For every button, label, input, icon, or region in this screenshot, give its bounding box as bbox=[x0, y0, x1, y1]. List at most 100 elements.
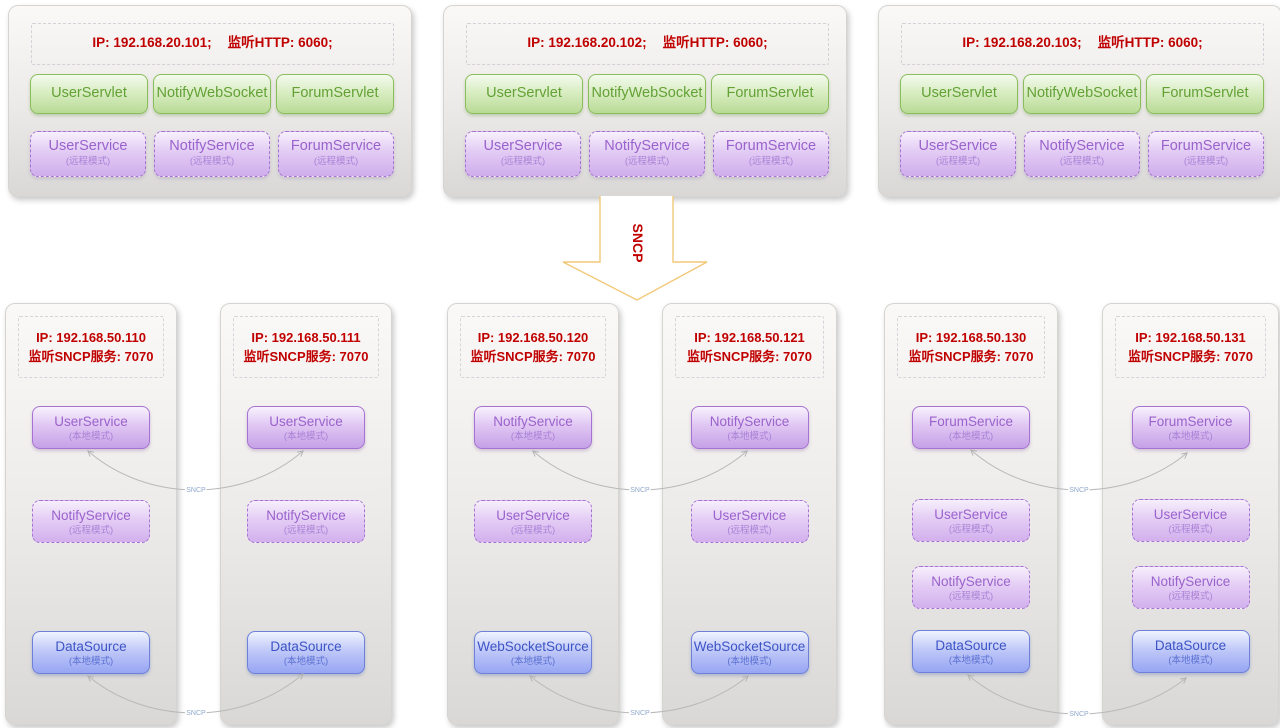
servlet-box: ForumServlet bbox=[711, 74, 829, 114]
service-mode: (远程模式) bbox=[65, 156, 111, 167]
sncp-arrow-shape bbox=[562, 196, 708, 301]
remote-service-box: NotifyService(远程模式) bbox=[912, 566, 1030, 609]
service-name: ForumService bbox=[290, 138, 382, 154]
datasource-box: WebSocketSource(本地模式) bbox=[690, 631, 809, 674]
service-name: UserService bbox=[54, 414, 128, 429]
ip-address-label: IP: 192.168.50.131 bbox=[1135, 330, 1246, 345]
datasource-box: DataSource(本地模式) bbox=[247, 631, 365, 674]
remote-service-box: NotifyService(远程模式) bbox=[32, 500, 150, 543]
listen-port-label: 监听SNCP服务: 7070 bbox=[28, 349, 154, 364]
listen-port-label: 监听HTTP: 6060; bbox=[1097, 35, 1203, 50]
local-service-box: UserService (本地模式) bbox=[247, 406, 365, 449]
service-name: ForumService bbox=[1148, 414, 1233, 429]
service-name: UserService bbox=[496, 508, 570, 523]
ip-address-label: IP: 192.168.20.102; bbox=[527, 35, 647, 50]
remote-service-box: UserService(远程模式) bbox=[690, 500, 809, 543]
servlet-box: NotifyWebSocket bbox=[153, 74, 271, 114]
service-name: NotifyService bbox=[1150, 574, 1231, 589]
remote-service-box: ForumService(远程模式) bbox=[1148, 131, 1264, 177]
ip-address-label: IP: 192.168.50.111 bbox=[251, 330, 361, 345]
sncp-arrow: SNCP bbox=[562, 196, 708, 301]
ip-banner: IP: 192.168.20.103; 监听HTTP: 6060; bbox=[901, 23, 1264, 65]
service-mode: (远程模式) bbox=[948, 591, 994, 602]
service-name: DataSource bbox=[1154, 638, 1227, 653]
service-mode: (本地模式) bbox=[283, 431, 329, 442]
remote-service-box: ForumService(远程模式) bbox=[278, 131, 394, 177]
service-name: UserService bbox=[934, 507, 1008, 522]
remote-service-box: UserService(远程模式) bbox=[474, 500, 592, 543]
ip-address-label: IP: 192.168.20.101; bbox=[92, 35, 212, 50]
ip-banner: IP: 192.168.20.101; 监听HTTP: 6060; bbox=[31, 23, 394, 65]
ip-address-label: IP: 192.168.50.120 bbox=[477, 330, 589, 345]
service-mode: (本地模式) bbox=[948, 431, 994, 442]
listen-port-label: 监听SNCP服务: 7070 bbox=[243, 349, 369, 364]
servlet-box: NotifyWebSocket bbox=[1023, 74, 1141, 114]
service-mode: (远程模式) bbox=[935, 156, 981, 167]
service-name: NotifyService bbox=[51, 508, 131, 523]
local-service-box: ForumService(本地模式) bbox=[1131, 406, 1250, 449]
listen-port-label: 监听HTTP: 6060; bbox=[227, 35, 333, 50]
remote-service-box: UserService(远程模式) bbox=[1131, 499, 1250, 542]
service-name: ForumService bbox=[725, 138, 817, 154]
service-mode: (本地模式) bbox=[1168, 655, 1213, 666]
remote-service-box: ForumService(远程模式) bbox=[713, 131, 829, 177]
http-node-card: IP: 192.168.20.102; 监听HTTP: 6060; UserServ… bbox=[443, 5, 847, 197]
remote-service-box: UserService(远程模式) bbox=[912, 499, 1030, 542]
service-mode: (本地模式) bbox=[510, 431, 556, 442]
service-name: NotifyService bbox=[169, 138, 255, 154]
service-mode: (远程模式) bbox=[1168, 591, 1213, 602]
servlet-box: UserServlet bbox=[900, 74, 1018, 114]
service-mode: (远程模式) bbox=[283, 525, 329, 536]
service-mode: (本地模式) bbox=[727, 656, 772, 667]
listen-port-label: 监听SNCP服务: 7070 bbox=[687, 349, 812, 364]
listen-port-label: 监听HTTP: 6060; bbox=[662, 35, 768, 50]
service-name: ForumService bbox=[1160, 138, 1252, 154]
servlet-box: NotifyWebSocket bbox=[588, 74, 706, 114]
service-mode: (远程模式) bbox=[500, 156, 546, 167]
service-name: UserService bbox=[269, 414, 343, 429]
service-name: WebSocketSource bbox=[477, 639, 589, 654]
service-name: DataSource bbox=[270, 639, 342, 654]
service-name: NotifyService bbox=[493, 414, 573, 429]
service-mode: (本地模式) bbox=[68, 656, 114, 667]
remote-service-box: NotifyService (远程模式) bbox=[247, 500, 365, 543]
ip-address-label: IP: 192.168.20.103; bbox=[962, 35, 1082, 50]
remote-service-box: NotifyService(远程模式) bbox=[154, 131, 270, 177]
ip-address-label: IP: 192.168.50.130 bbox=[915, 330, 1027, 345]
service-name: NotifyService bbox=[266, 508, 346, 523]
remote-service-box: UserService (远程模式) bbox=[900, 131, 1016, 177]
service-row: UserService(远程模式)NotifyService(远程模式)Foru… bbox=[900, 131, 1264, 177]
connector-label: SNCP bbox=[1069, 711, 1089, 718]
service-mode: (远程模式) bbox=[1168, 524, 1213, 535]
service-name: UserService bbox=[918, 138, 998, 154]
service-name: NotifyService bbox=[709, 414, 790, 429]
http-node-card: IP: 192.168.20.103; 监听HTTP: 6060; UserServ… bbox=[878, 5, 1280, 197]
ip-banner: IP: 192.168.50.111 监听SNCP服务: 7070 bbox=[233, 316, 379, 378]
service-name: UserService bbox=[48, 138, 128, 154]
local-service-box: NotifyService(本地模式) bbox=[690, 406, 809, 449]
service-mode: (远程模式) bbox=[1059, 156, 1105, 167]
ip-banner: IP: 192.168.50.110 监听SNCP服务: 7070 bbox=[18, 316, 164, 378]
connector-label: SNCP bbox=[630, 487, 650, 494]
servlet-box: ForumServlet bbox=[1146, 74, 1264, 114]
remote-service-box: UserService(远程模式) bbox=[465, 131, 581, 177]
ip-address-label: IP: 192.168.50.110 bbox=[36, 330, 146, 345]
service-mode: (本地模式) bbox=[68, 431, 114, 442]
ip-address-label: IP: 192.168.50.121 bbox=[694, 330, 805, 345]
service-name: DataSource bbox=[935, 638, 1007, 653]
service-row: UserService(远程模式)NotifyService(远程模式)Foru… bbox=[30, 131, 394, 177]
remote-service-box: NotifyService (远程模式) bbox=[1131, 566, 1250, 609]
remote-service-box: NotifyService(远程模式) bbox=[1024, 131, 1140, 177]
ip-banner: IP: 192.168.20.102; 监听HTTP: 6060; bbox=[466, 23, 829, 65]
service-name: UserService bbox=[712, 508, 787, 523]
local-service-box: NotifyService (本地模式) bbox=[474, 406, 592, 449]
